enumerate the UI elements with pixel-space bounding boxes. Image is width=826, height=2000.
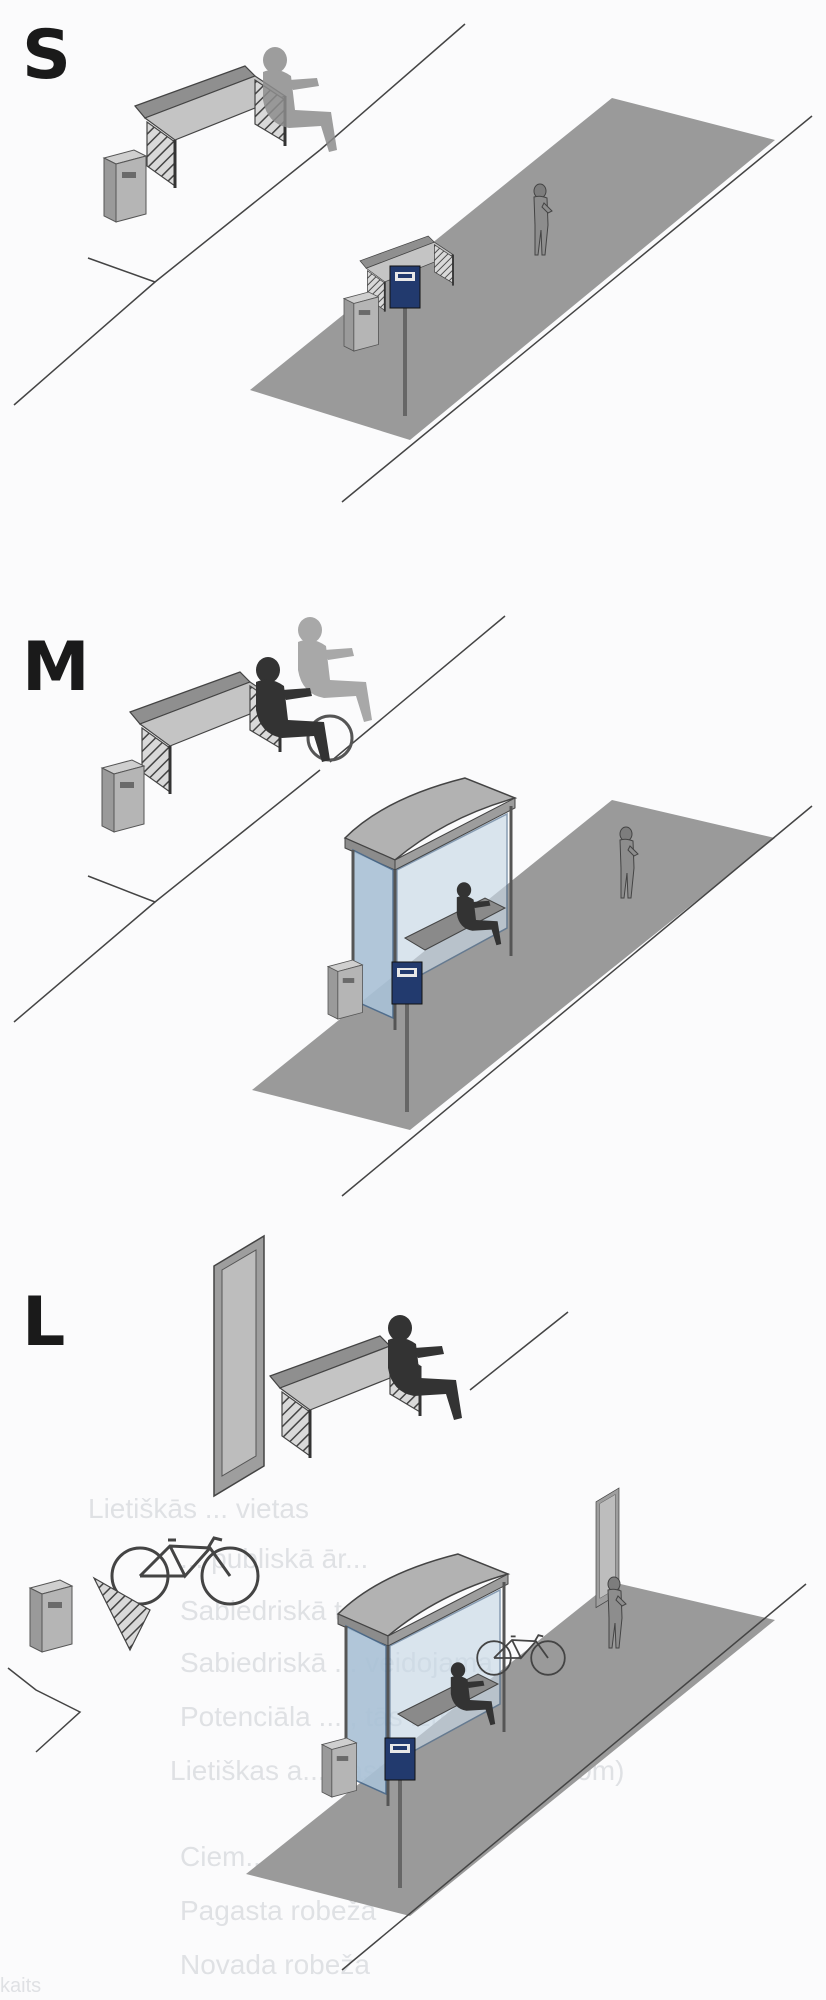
bike-rack bbox=[92, 1576, 151, 1652]
person-in-wheelchair bbox=[298, 617, 372, 722]
size-label-s: S bbox=[22, 16, 71, 95]
legend-corner-text: kaits bbox=[0, 1975, 41, 1997]
curb-line bbox=[341, 115, 813, 503]
curb-line bbox=[13, 281, 156, 406]
curb-line bbox=[469, 1311, 569, 1391]
size-label-l: L bbox=[22, 1283, 65, 1362]
trash-bin bbox=[321, 1737, 357, 1798]
trash-bin bbox=[103, 149, 147, 223]
info-totem bbox=[213, 1235, 265, 1497]
legend-item: Pagasta robeža bbox=[180, 1895, 377, 1926]
legend-item: Novada robeža bbox=[180, 1949, 370, 1980]
person-silhouette bbox=[263, 47, 337, 152]
curb-line bbox=[87, 769, 321, 903]
trash-bin bbox=[327, 959, 363, 1020]
trash-bin bbox=[101, 759, 145, 833]
legend-item: Sabiedriskā t... bbox=[180, 1595, 365, 1626]
person-seated-dark bbox=[388, 1315, 462, 1420]
size-label-m: M bbox=[22, 628, 90, 707]
legend-title: Lietiškās ... vietas bbox=[88, 1493, 309, 1524]
legend-item: Ciem... bbox=[180, 1841, 269, 1872]
panel-m: M bbox=[13, 615, 813, 1197]
pavement bbox=[246, 1582, 775, 1916]
curb-line bbox=[87, 149, 321, 283]
pavement bbox=[250, 98, 775, 440]
curb-line bbox=[7, 1667, 82, 1753]
panel-l: L bbox=[7, 1235, 807, 1971]
curb-line bbox=[341, 805, 813, 1197]
curb-line bbox=[319, 23, 466, 151]
bench bbox=[133, 64, 287, 190]
curb-line bbox=[341, 1583, 807, 1971]
curb-line bbox=[329, 615, 506, 763]
trash-bin bbox=[29, 1579, 73, 1653]
pavement bbox=[252, 800, 775, 1130]
curb-line bbox=[13, 901, 156, 1023]
panel-s: S bbox=[13, 16, 813, 503]
wheelchair-wheel bbox=[306, 714, 354, 762]
trash-bin bbox=[343, 291, 379, 352]
